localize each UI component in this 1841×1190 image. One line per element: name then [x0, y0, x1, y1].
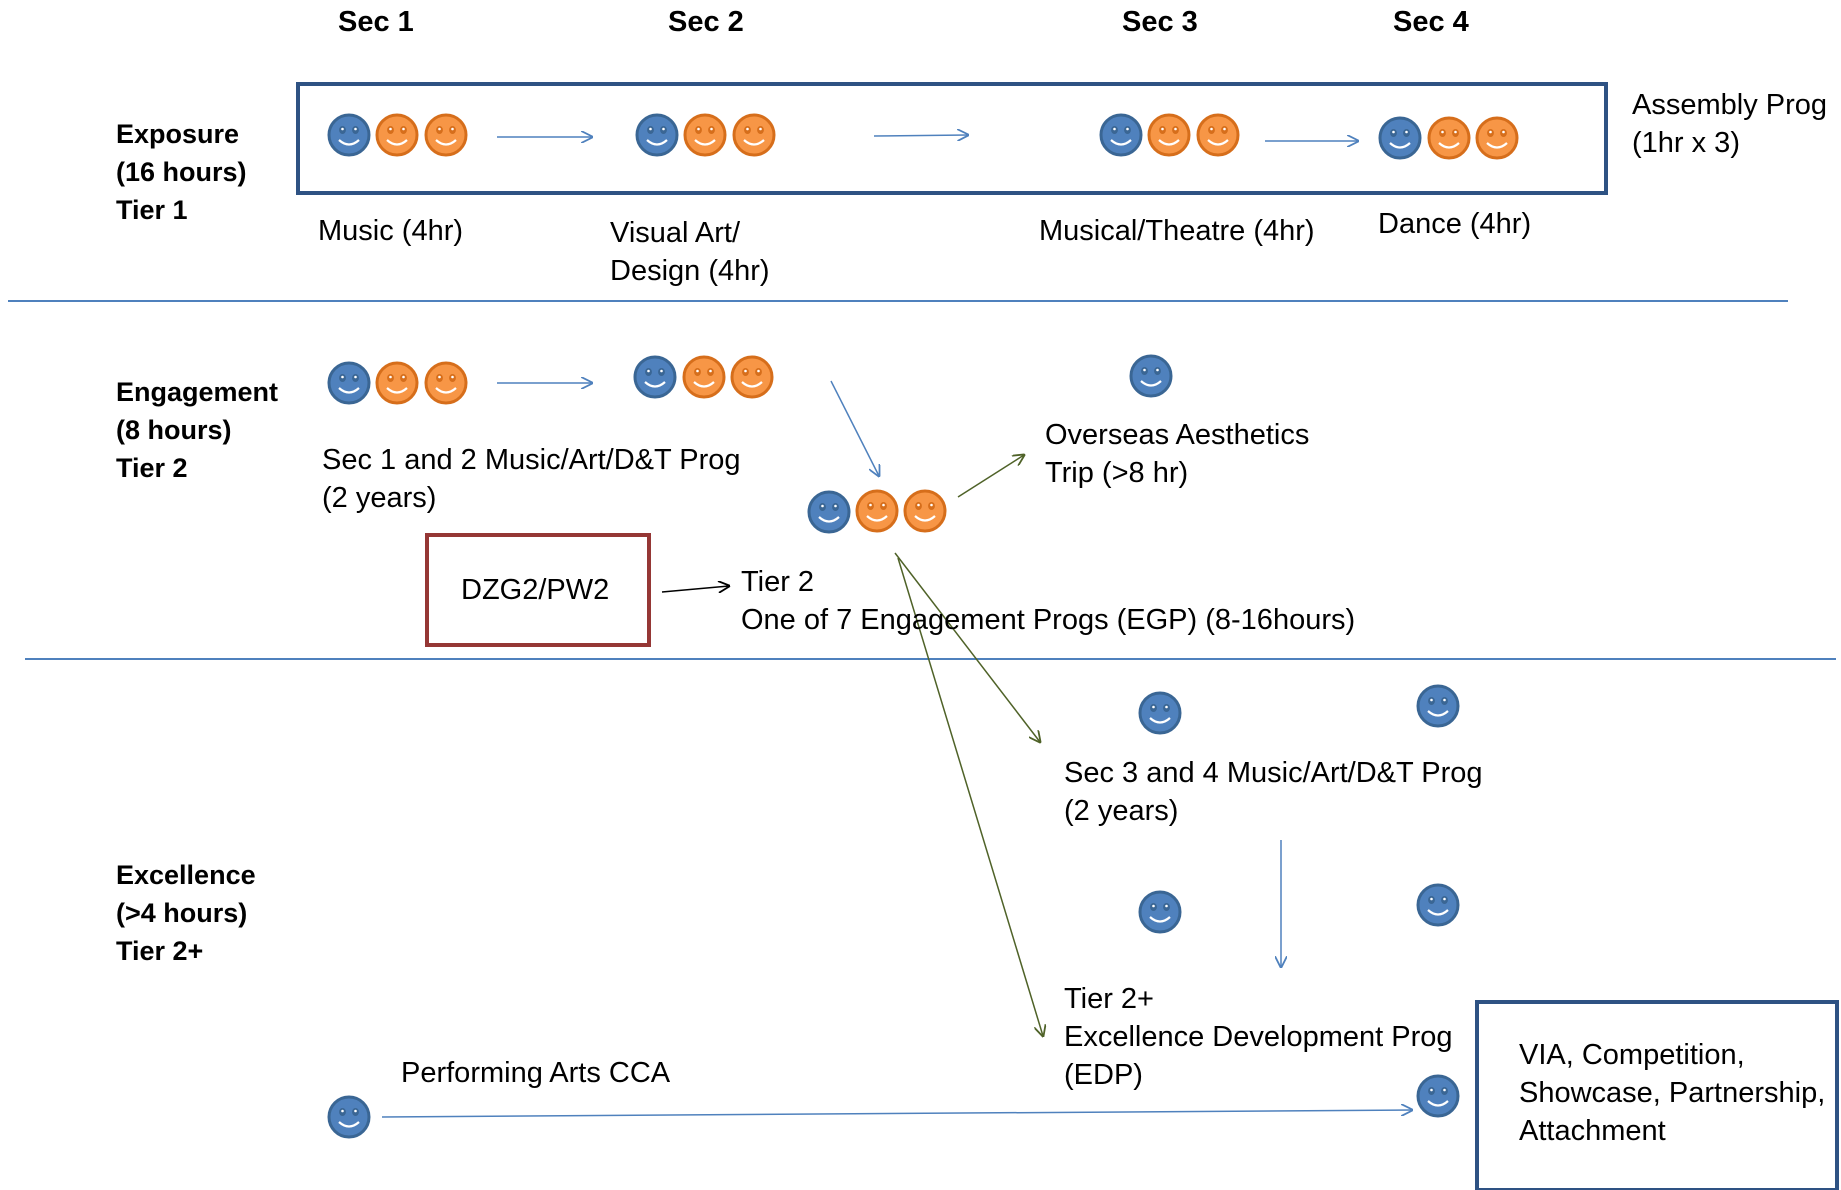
- via-box-label: VIA, Competition, Showcase, Partnership,…: [1519, 1039, 1826, 1147]
- arrow-dzg-to-tier2: [661, 586, 729, 592]
- tier-label-excellence: Excellence(>4 hours)Tier 2+: [116, 860, 256, 966]
- header-sec3: Sec 3: [1122, 6, 1198, 38]
- arrow-branch-to-edp: [897, 557, 1043, 1036]
- sec12-prog-label: Sec 1 and 2 Music/Art/D&T Prog(2 years): [322, 444, 741, 514]
- edp-label: Tier 2+Excellence Development Prog(EDP): [1064, 983, 1453, 1091]
- arrow-eng-sec2-to-branch: [830, 380, 879, 476]
- sec3-edp-face: [1138, 890, 1182, 934]
- exposure-sec4-faces: [1378, 116, 1519, 160]
- sec3-excellence-face: [1138, 691, 1182, 735]
- header-sec2: Sec 2: [668, 6, 744, 38]
- engagement-branch-faces: [807, 489, 947, 534]
- exposure-sec1-faces: [327, 113, 468, 157]
- music-label: Music (4hr): [318, 215, 464, 247]
- arrow-sec2-to-sec3: [873, 135, 968, 136]
- dzg-box-frame: [425, 533, 651, 647]
- arrow-branch-to-sec34: [894, 552, 1040, 742]
- engagement-sec2-faces: [633, 355, 774, 399]
- arrow-branch-to-overseas: [957, 455, 1024, 498]
- exposure-sec2-faces: [635, 113, 776, 157]
- dzg-box-label: DZG2/PW2: [461, 574, 610, 606]
- sec4-excellence-face: [1416, 684, 1460, 728]
- cca-face: [327, 1095, 371, 1139]
- exposure-sec3-faces: [1099, 113, 1240, 157]
- assembly-prog-label: Assembly Prog(1hr x 3): [1632, 89, 1828, 159]
- cca-label: Performing Arts CCA: [401, 1057, 671, 1089]
- visual-art-label: Visual Art/Design (4hr): [610, 217, 770, 287]
- musical-theatre-label: Musical/Theatre (4hr): [1039, 215, 1315, 247]
- engagement-sec1-faces: [327, 361, 468, 405]
- dance-label: Dance (4hr): [1378, 208, 1532, 240]
- overseas-face: [1129, 354, 1173, 398]
- tier-label-engagement: Engagement(8 hours)Tier 2: [116, 377, 279, 483]
- header-sec1: Sec 1: [338, 6, 414, 38]
- arrow-cca-to-via: [381, 1110, 1412, 1118]
- exposure-frame: [296, 82, 1608, 195]
- tier-label-exposure: Exposure(16 hours)Tier 1: [116, 119, 247, 225]
- via-box-frame: [1475, 1000, 1839, 1190]
- sec34-prog-label: Sec 3 and 4 Music/Art/D&T Prog(2 years): [1064, 757, 1483, 827]
- sec4-edp-face: [1416, 883, 1460, 927]
- header-sec4: Sec 4: [1393, 6, 1469, 38]
